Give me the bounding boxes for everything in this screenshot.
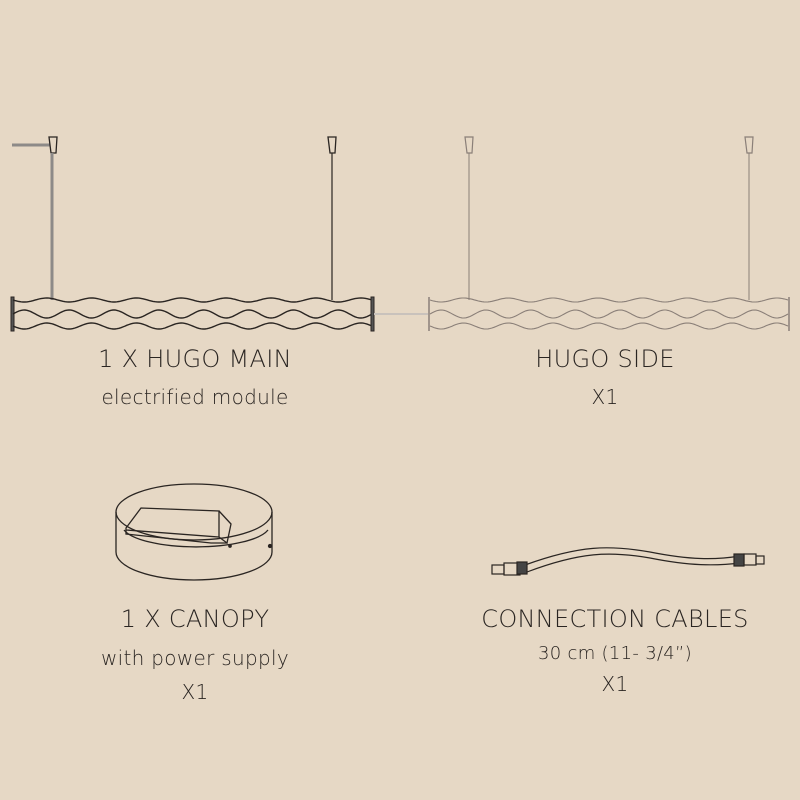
main-module-subtitle: electrified module <box>101 385 289 409</box>
side-module-quantity: X1 <box>591 385 619 409</box>
side-module-title: HUGO SIDE <box>535 345 675 373</box>
main-module-title: 1 X HUGO MAIN <box>98 345 292 373</box>
canopy-title: 1 X CANOPY <box>120 605 270 633</box>
hugo-main-illustration <box>10 136 375 332</box>
cables-length: 30 cm (11- 3/4”) <box>537 643 693 664</box>
wave-line <box>12 309 372 319</box>
hugo-side-illustration <box>428 136 790 331</box>
cables-quantity: X1 <box>601 672 629 696</box>
canopy-quantity: X1 <box>181 680 209 704</box>
wave-line <box>12 322 372 330</box>
wave-line <box>429 309 789 319</box>
canopy-subtitle: with power supply <box>101 646 289 670</box>
wave-line <box>12 297 372 303</box>
wave-line <box>429 297 789 303</box>
cables-title: CONNECTION CABLES <box>481 605 749 633</box>
wave-line <box>429 322 789 330</box>
canopy-illustration <box>115 483 273 581</box>
cable-illustration <box>491 547 765 576</box>
